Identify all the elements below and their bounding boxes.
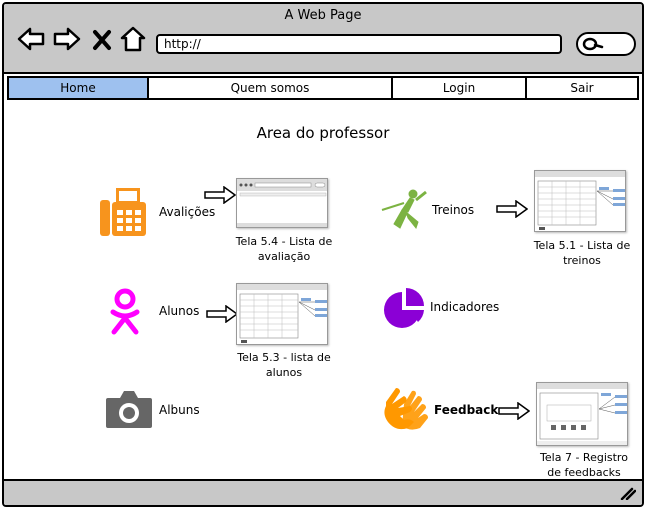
arrow-right-icon bbox=[206, 305, 238, 323]
arrow-right-icon bbox=[498, 402, 530, 420]
feature-label-feedback[interactable]: Feedback bbox=[434, 403, 499, 417]
title-bar: A Web Page http:// bbox=[4, 4, 642, 74]
table-screen-image bbox=[237, 284, 327, 343]
form-screen-image bbox=[537, 383, 627, 445]
arrow-right-icon bbox=[204, 186, 236, 204]
feature-label-alunos[interactable]: Alunos bbox=[159, 304, 200, 318]
nav-item-login[interactable]: Login bbox=[393, 78, 527, 98]
feature-label-avaliacoes[interactable]: Avalições bbox=[159, 205, 216, 219]
home-icon[interactable] bbox=[118, 24, 148, 54]
nav-item-sair[interactable]: Sair bbox=[570, 81, 594, 95]
url-input[interactable]: http:// bbox=[156, 34, 562, 54]
pie-chart-icon[interactable] bbox=[380, 286, 428, 332]
nav-item-home[interactable]: Home bbox=[9, 78, 149, 98]
arrow-right-icon bbox=[496, 200, 528, 218]
feature-label-treinos[interactable]: Treinos bbox=[432, 203, 475, 217]
forward-arrow-icon[interactable] bbox=[52, 24, 82, 54]
screen-caption-feedback: Tela 7 - Registro de feedbacks bbox=[540, 451, 628, 479]
close-icon[interactable] bbox=[90, 24, 114, 54]
nav-item-quem-somos[interactable]: Quem somos bbox=[149, 78, 393, 98]
resize-grip-icon[interactable] bbox=[620, 486, 636, 500]
screen-thumbnail-avaliacoes[interactable] bbox=[236, 178, 328, 228]
page-title: Area do professor bbox=[256, 124, 390, 142]
window-title: A Web Page bbox=[284, 8, 362, 23]
screen-caption-avaliacoes: Tela 5.4 - Lista de avaliação bbox=[235, 235, 333, 263]
camera-icon[interactable] bbox=[104, 388, 154, 430]
back-arrow-icon[interactable] bbox=[16, 24, 46, 54]
screen-thumbnail-alunos[interactable] bbox=[236, 283, 328, 345]
screen-caption-treinos: Tela 5.1 - Lista de treinos bbox=[533, 239, 631, 267]
screen-thumbnail-treinos[interactable] bbox=[534, 170, 626, 232]
screen-caption-alunos: Tela 5.3 - lista de alunos bbox=[237, 351, 331, 379]
person-icon[interactable] bbox=[108, 288, 142, 336]
fencer-icon[interactable] bbox=[380, 188, 430, 232]
status-bar bbox=[4, 479, 642, 505]
nav-bar: Home Quem somos Login Sair bbox=[7, 76, 639, 100]
sign-language-icon[interactable] bbox=[380, 382, 430, 434]
search-icon bbox=[582, 37, 604, 51]
fax-icon[interactable] bbox=[98, 186, 150, 238]
table-screen-image bbox=[535, 171, 625, 230]
search-input[interactable] bbox=[576, 32, 636, 56]
browser-mockup-image bbox=[237, 179, 327, 227]
feature-label-indicadores[interactable]: Indicadores bbox=[430, 300, 500, 314]
screen-thumbnail-feedback[interactable] bbox=[536, 382, 628, 446]
feature-label-albuns[interactable]: Albuns bbox=[159, 403, 200, 417]
